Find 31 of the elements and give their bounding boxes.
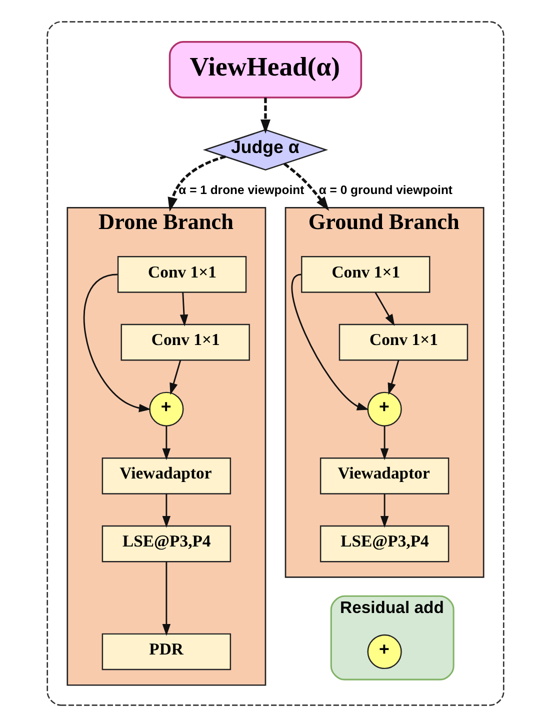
edge-label: α = 1 drone viewpoint <box>178 183 304 198</box>
node-box: Conv 1×1 <box>120 324 250 361</box>
node-circle: + <box>366 392 402 426</box>
arrow <box>291 274 368 410</box>
node-box: Conv 1×1 <box>338 324 468 361</box>
node-box: LSE@P3,P4 <box>101 525 231 562</box>
cluster <box>46 21 504 706</box>
arrow <box>167 155 226 212</box>
edge-label: α = 0 ground viewpoint <box>318 183 452 198</box>
node-box: Conv 1×1 <box>300 256 430 293</box>
arrow <box>179 292 188 326</box>
arrow <box>283 162 329 211</box>
arrow <box>387 360 399 395</box>
arrow <box>260 98 270 134</box>
node-box: LSE@P3,P4 <box>319 525 449 562</box>
arrow <box>162 494 170 528</box>
arrow <box>169 360 181 395</box>
node-box: ViewHead(α) <box>168 40 362 98</box>
arrow <box>162 426 170 460</box>
node-box: Conv 1×1 <box>116 256 246 293</box>
arrow <box>380 494 388 528</box>
node-circle: + <box>366 634 402 670</box>
arrow <box>374 292 394 326</box>
arrow <box>380 426 388 460</box>
node-box: Viewadaptor <box>319 457 449 494</box>
arrow <box>82 274 150 412</box>
node-box: Viewadaptor <box>101 457 231 494</box>
node-box: PDR <box>101 633 231 670</box>
node-circle: + <box>148 392 184 426</box>
arrow <box>162 562 170 636</box>
node-diamond: Judge α <box>202 129 328 171</box>
